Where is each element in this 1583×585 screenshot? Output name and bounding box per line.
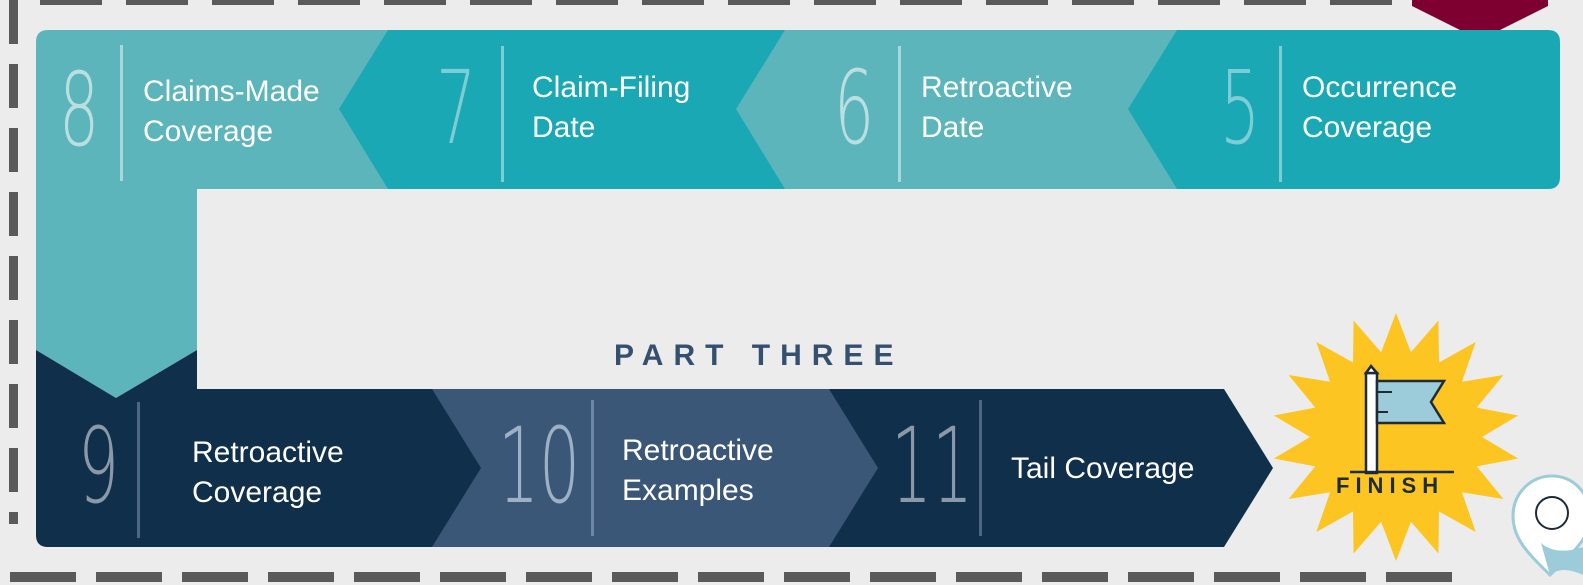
dash-segment bbox=[556, 0, 618, 5]
dash-segment bbox=[870, 572, 936, 582]
step-5-label-line1: Occurrence bbox=[1302, 71, 1458, 104]
marker-icon bbox=[1412, 0, 1548, 40]
dashed-border-top bbox=[40, 0, 1410, 5]
dash-segment bbox=[384, 0, 446, 5]
step-7-label-line2: Date bbox=[532, 111, 596, 144]
dash-segment bbox=[1128, 572, 1194, 582]
dash-segment bbox=[784, 572, 850, 582]
step-10-label-line2: Examples bbox=[622, 474, 754, 507]
dash-segment bbox=[1330, 0, 1392, 5]
dash-segment bbox=[1072, 0, 1134, 5]
dash-segment bbox=[1300, 572, 1366, 582]
dash-segment bbox=[1214, 572, 1280, 582]
step-5-label: Occurrence Coverage bbox=[1302, 68, 1457, 148]
dashed-border-left bbox=[9, 0, 19, 545]
dash-segment bbox=[1042, 572, 1108, 582]
step-8-divider bbox=[120, 45, 123, 181]
step-9-label-line2: Coverage bbox=[192, 476, 323, 509]
step-number-8: 8 bbox=[59, 51, 100, 170]
step-6-label-line2: Date bbox=[921, 111, 985, 144]
step-7-label: Claim-Filing Date bbox=[532, 68, 690, 148]
step-10-divider bbox=[591, 400, 594, 536]
step-number-6: 6 bbox=[834, 49, 875, 168]
dash-segment bbox=[9, 64, 18, 108]
step-8-chevron bbox=[36, 30, 388, 398]
step-10-label: Retroactive Examples bbox=[622, 431, 774, 511]
dash-segment bbox=[9, 256, 18, 300]
dash-segment bbox=[1244, 0, 1306, 5]
dash-segment bbox=[1386, 572, 1452, 582]
step-number-11: 11 bbox=[891, 405, 974, 527]
dash-segment bbox=[96, 572, 162, 582]
dash-segment bbox=[470, 0, 532, 5]
step-number-9: 9 bbox=[78, 405, 120, 527]
step-8-label: Claims-Made Coverage bbox=[143, 72, 320, 152]
step-number-5: 5 bbox=[1220, 49, 1261, 168]
finish-starburst bbox=[1273, 313, 1519, 561]
step-11-label-line1: Tail Coverage bbox=[1011, 452, 1195, 485]
finish-label: FINISH bbox=[1336, 473, 1445, 498]
dash-segment bbox=[298, 0, 360, 5]
dash-segment bbox=[642, 0, 704, 5]
step-number-7: 7 bbox=[436, 49, 477, 168]
dash-segment bbox=[900, 0, 962, 5]
dash-segment bbox=[986, 0, 1048, 5]
step-5-divider bbox=[1279, 46, 1282, 182]
dash-segment bbox=[9, 192, 18, 236]
dash-segment bbox=[1158, 0, 1220, 5]
dash-segment bbox=[268, 572, 334, 582]
dash-segment bbox=[9, 0, 18, 44]
step-number-10: 10 bbox=[498, 405, 581, 527]
step-9-divider bbox=[137, 402, 140, 538]
dash-segment bbox=[612, 572, 678, 582]
step-6-chevron bbox=[736, 30, 1177, 189]
dash-segment bbox=[9, 448, 18, 492]
dash-segment bbox=[956, 572, 1022, 582]
dash-segment bbox=[212, 0, 274, 5]
dash-segment bbox=[814, 0, 876, 5]
dash-segment bbox=[354, 572, 420, 582]
dash-segment bbox=[526, 572, 592, 582]
step-5-label-line2: Coverage bbox=[1302, 111, 1433, 144]
dash-segment bbox=[182, 572, 248, 582]
flag-icon bbox=[1350, 363, 1454, 475]
section-title: PART THREE bbox=[614, 339, 904, 372]
step-10-chevron bbox=[432, 389, 878, 547]
step-7-label-line1: Claim-Filing bbox=[532, 71, 691, 104]
step-9-label: Retroactive Coverage bbox=[192, 433, 344, 513]
map-pin-icon bbox=[1511, 474, 1583, 578]
dash-segment bbox=[9, 384, 18, 428]
dash-segment bbox=[9, 128, 18, 172]
dash-segment bbox=[698, 572, 764, 582]
step-8-label-line2: Coverage bbox=[143, 115, 274, 148]
step-10-label-line1: Retroactive bbox=[622, 434, 774, 467]
step-6-label-line1: Retroactive bbox=[921, 71, 1073, 104]
dash-segment bbox=[126, 0, 188, 5]
dash-segment bbox=[10, 572, 76, 582]
dash-segment bbox=[9, 320, 18, 364]
step-7-divider bbox=[501, 46, 504, 182]
dash-segment bbox=[40, 0, 102, 5]
dash-segment bbox=[728, 0, 790, 5]
dashed-border-bottom bbox=[10, 572, 1530, 582]
step-8-label-line1: Claims-Made bbox=[143, 75, 320, 108]
dash-segment bbox=[440, 572, 506, 582]
step-11-divider bbox=[979, 400, 982, 536]
step-9-label-line1: Retroactive bbox=[192, 436, 344, 469]
step-6-divider bbox=[898, 46, 901, 182]
step-11-label: Tail Coverage bbox=[1011, 449, 1194, 489]
dash-segment bbox=[9, 512, 18, 524]
step-6-label: Retroactive Date bbox=[921, 68, 1073, 148]
